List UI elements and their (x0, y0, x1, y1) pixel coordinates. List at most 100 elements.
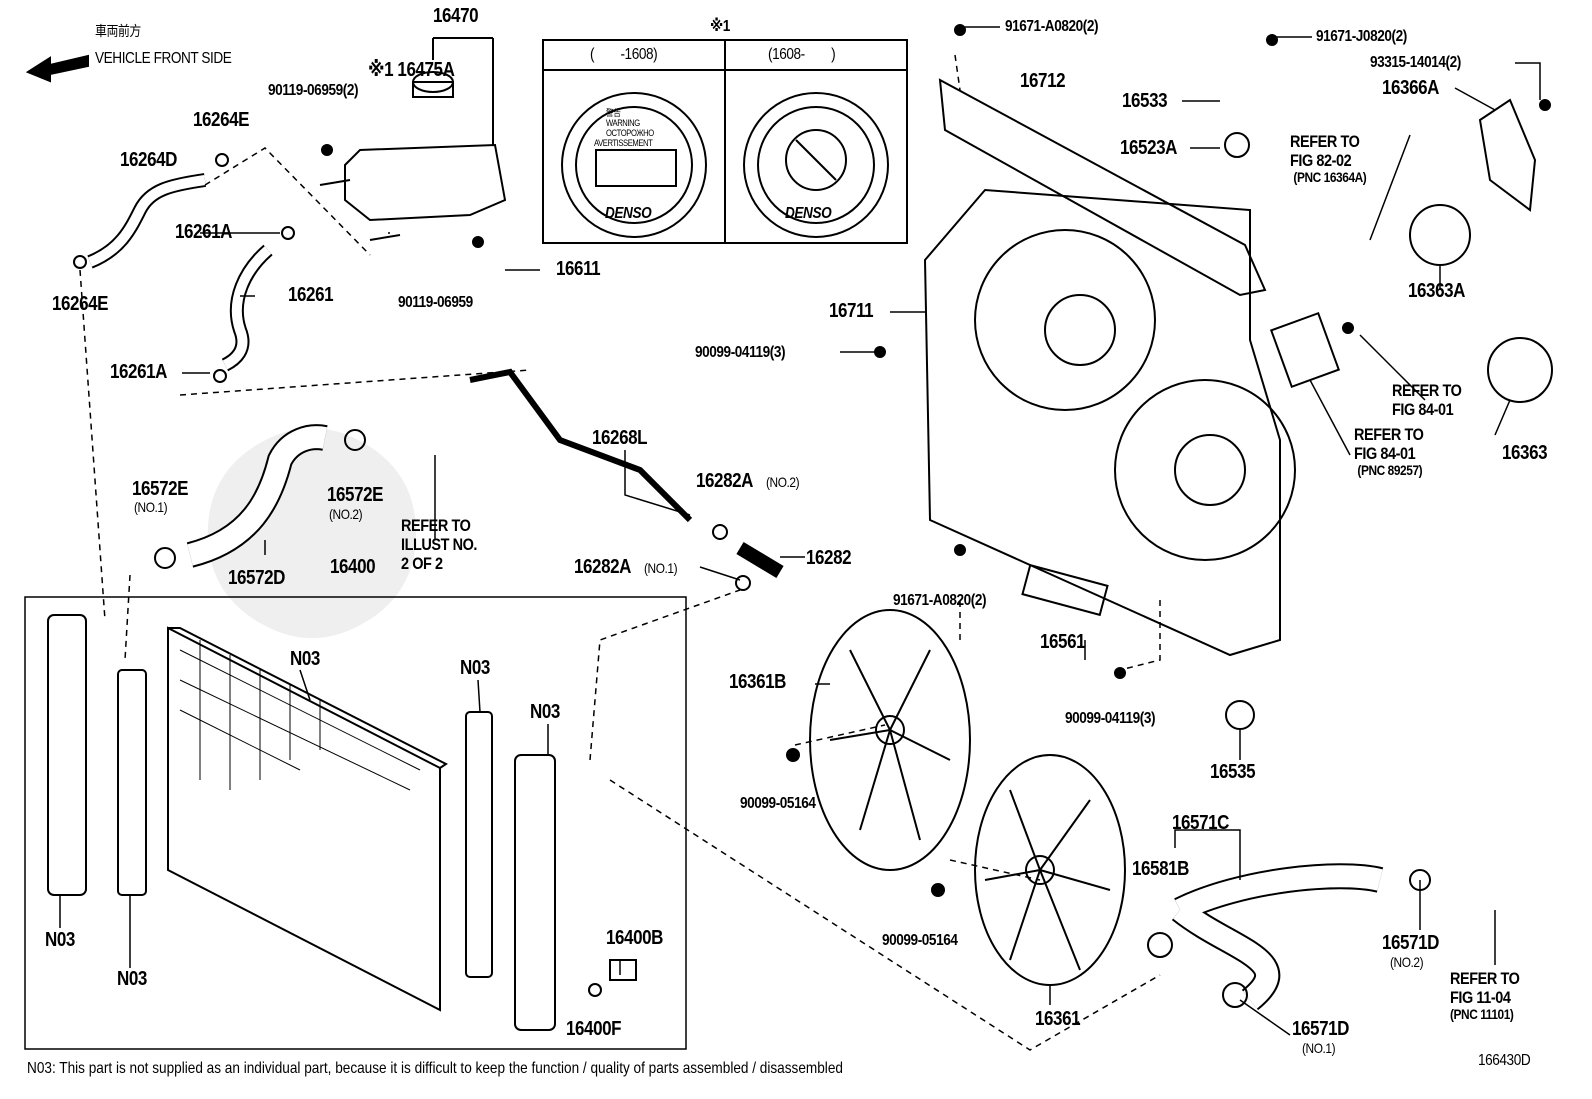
seal-right (465, 711, 493, 978)
cap-warning-line: AVERTISSEMENT (594, 138, 653, 148)
vehicle-front-label: VEHICLE FRONT SIDE (95, 50, 232, 67)
grommet-16523A (1224, 132, 1250, 158)
part-label[interactable]: 16282A (574, 556, 632, 578)
part-label[interactable]: 16264E (52, 293, 109, 315)
resistor (1269, 311, 1341, 389)
motor-16363A (1409, 204, 1471, 266)
part-label-n03[interactable]: N03 (290, 648, 320, 670)
arrow-left-icon (25, 54, 89, 83)
part-label[interactable]: 16561 (1040, 631, 1086, 653)
part-label-sub: (NO.1) (1302, 1040, 1336, 1056)
part-label[interactable]: 16572E (132, 478, 189, 500)
cap-warning-line: OCTOPOЖНО (606, 128, 654, 138)
part-label[interactable]: 16261 (288, 284, 334, 306)
ref-line: 2 OF 2 (401, 554, 443, 573)
part-label[interactable]: 16363A (1408, 280, 1466, 302)
cap-warning-line: 警告 (606, 108, 621, 118)
part-label[interactable]: 90119-06959 (398, 294, 473, 311)
part-label[interactable]: 16261A (110, 361, 168, 383)
part-label[interactable]: 16400 (330, 556, 376, 578)
part-label[interactable]: 16571D (1292, 1018, 1350, 1040)
seal-left (117, 669, 147, 896)
ref-line: FIG 84-01 (1392, 400, 1454, 419)
inset-mark: ※1 (710, 18, 730, 35)
part-label-sub: (NO.1) (134, 499, 168, 515)
ref-line: REFER TO (401, 516, 471, 535)
cap-brand-left: DENSO (605, 205, 652, 222)
part-label[interactable]: 16581B (1132, 858, 1190, 880)
shroud-16366A (1478, 98, 1537, 212)
part-label-sub: (NO.2) (766, 474, 800, 490)
part-label[interactable]: 16366A (1382, 77, 1440, 99)
part-label[interactable]: 16282 (806, 547, 852, 569)
part-label[interactable]: 91671-A0820(2) (1005, 18, 1099, 35)
part-label[interactable]: ※1 16475A (368, 59, 455, 81)
part-label-sub: (NO.1) (644, 560, 678, 576)
part-label[interactable]: 16571C (1172, 812, 1230, 834)
ref-fig-84-01-pnc[interactable]: REFER TO FIG 84-01 (PNC 89257) (1354, 425, 1424, 478)
part-label[interactable]: 16264D (120, 149, 178, 171)
part-label[interactable]: 90099-05164 (882, 932, 958, 949)
part-label[interactable]: 16363 (1502, 442, 1548, 464)
part-label[interactable]: 16571D (1382, 932, 1440, 954)
radiator-assembly-box (24, 596, 687, 1050)
part-label[interactable]: 16268L (592, 427, 648, 449)
part-label[interactable]: 16535 (1210, 761, 1256, 783)
part-label-n03[interactable]: N03 (117, 968, 147, 990)
radiator-core (167, 626, 448, 1012)
part-label[interactable]: 90099-04119(3) (1065, 710, 1156, 727)
part-label[interactable]: 16400B (606, 927, 664, 949)
fan-shroud-16711 (923, 188, 1296, 657)
ref-fig-82-02[interactable]: REFER TO FIG 82-02 (PNC 16364A) (1290, 132, 1367, 185)
left-tank (47, 614, 87, 896)
upper-support-16712 (938, 78, 1267, 297)
part-label[interactable]: 91671-A0820(2) (893, 592, 987, 609)
part-label[interactable]: 90119-06959(2) (268, 82, 359, 99)
part-label[interactable]: 16361 (1035, 1008, 1081, 1030)
ref-line: FIG 84-01 (1354, 444, 1416, 463)
part-label[interactable]: 90099-04119(3) (695, 344, 786, 361)
part-label-n03[interactable]: N03 (530, 701, 560, 723)
cap-brand-right: DENSO (785, 205, 832, 222)
part-label[interactable]: 16400F (566, 1018, 622, 1040)
reservoir-tank (319, 37, 507, 241)
part-label[interactable]: 16572D (228, 567, 286, 589)
part-label[interactable]: 16712 (1020, 70, 1066, 92)
part-label[interactable]: 16264E (193, 109, 250, 131)
motor-16363 (1487, 337, 1553, 403)
part-label[interactable]: 93315-14014(2) (1370, 54, 1461, 71)
part-label[interactable]: 16711 (829, 300, 874, 322)
part-label-n03[interactable]: N03 (460, 657, 490, 679)
ref-line: (PNC 89257) (1357, 462, 1423, 478)
grommet-16535 (1225, 700, 1255, 730)
ref-line: REFER TO (1392, 381, 1462, 400)
ref-line: REFER TO (1450, 969, 1520, 988)
part-label[interactable]: 16470 (433, 5, 479, 27)
inset-col-left: ( -1608) (590, 46, 658, 63)
ref-line: (PNC 16364A) (1293, 169, 1367, 185)
part-label[interactable]: 16572E (327, 484, 384, 506)
part-label[interactable]: 16361B (729, 671, 787, 693)
ref-fig-84-01[interactable]: REFER TO FIG 84-01 (1392, 381, 1462, 419)
ref-illust-2[interactable]: REFER TO ILLUST NO. 2 OF 2 (401, 516, 477, 573)
part-label-sub: (NO.2) (1390, 954, 1424, 970)
part-label[interactable]: 91671-J0820(2) (1316, 28, 1407, 45)
clamps (73, 153, 1431, 1008)
part-label[interactable]: 16533 (1122, 90, 1168, 112)
cap-warning-line: WARNING (606, 118, 640, 128)
ref-line: ILLUST NO. (401, 535, 478, 554)
part-label[interactable]: 16282A (696, 470, 754, 492)
part-label[interactable]: 16523A (1120, 137, 1178, 159)
ref-line: FIG 11-04 (1450, 988, 1511, 1007)
ref-line: FIG 82-02 (1290, 151, 1352, 170)
bolts (321, 24, 1551, 897)
part-label-n03[interactable]: N03 (45, 929, 75, 951)
part-label[interactable]: 16261A (175, 221, 233, 243)
part-label[interactable]: 16611 (556, 258, 601, 280)
ref-line: REFER TO (1290, 132, 1360, 151)
part-label[interactable]: 90099-05164 (740, 795, 816, 812)
part-label-sub: (NO.2) (329, 506, 363, 522)
ref-fig-11-04[interactable]: REFER TO FIG 11-04 (PNC 11101) (1450, 969, 1520, 1022)
fan-16361B (809, 609, 971, 871)
